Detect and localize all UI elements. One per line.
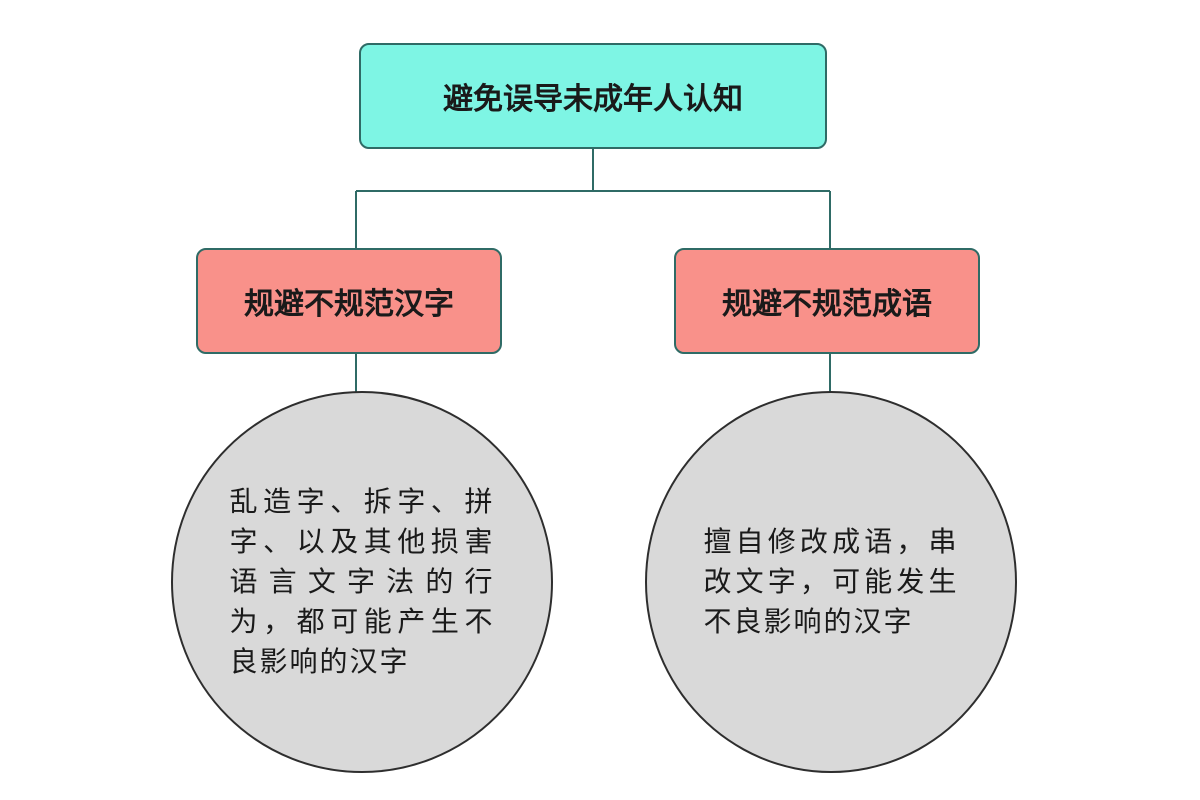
- detail-text: 擅自修改成语，串改文字，可能发生不良影响的汉字: [703, 525, 959, 638]
- detail-circle-idioms: 擅自修改成语，串改文字，可能发生不良影响的汉字: [645, 391, 1017, 773]
- branch-node-label: 规避不规范成语: [722, 287, 932, 322]
- branch-node-chinese-characters: 规避不规范汉字: [196, 248, 502, 354]
- branch-node-idioms: 规避不规范成语: [674, 248, 980, 354]
- branch-node-label: 规避不规范汉字: [244, 287, 454, 322]
- detail-text: 乱造字、拆字、拼字、以及其他损害语言文字法的行为，都可能产生不良影响的汉字: [229, 485, 495, 678]
- root-node: 避免误导未成年人认知: [359, 43, 827, 149]
- detail-circle-chinese-characters: 乱造字、拆字、拼字、以及其他损害语言文字法的行为，都可能产生不良影响的汉字: [171, 391, 553, 773]
- root-node-label: 避免误导未成年人认知: [443, 82, 743, 117]
